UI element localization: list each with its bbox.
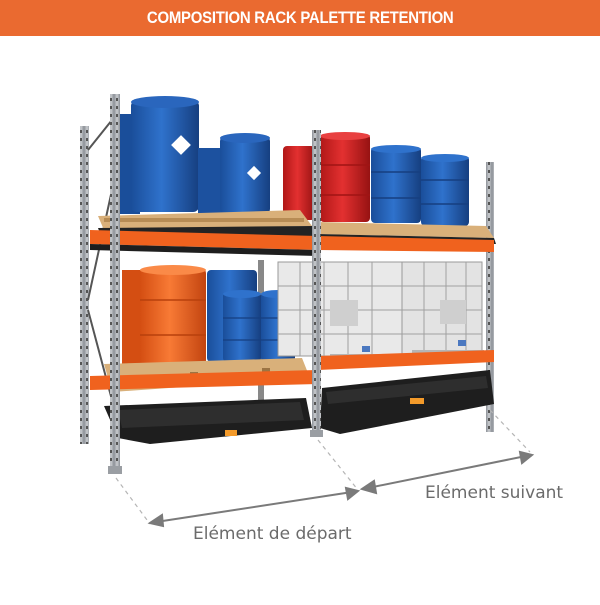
ibc-containers	[277, 261, 484, 362]
upper-beam	[90, 230, 494, 256]
arrow-start-element	[147, 486, 361, 528]
dimension-lines	[115, 409, 531, 525]
label-start-element: Elément de départ	[193, 524, 352, 544]
upper-level-right-drums	[283, 132, 469, 226]
lower-beam	[90, 350, 494, 390]
arrow-next-element	[359, 450, 535, 495]
label-next-element: Elément suivant	[425, 483, 564, 503]
upper-level-pallets	[98, 210, 494, 238]
page-title: COMPOSITION RACK PALETTE RETENTION	[146, 8, 454, 27]
retention-sump-start	[104, 398, 312, 444]
rack-illustration: Elément suivant Elément de départ	[0, 36, 600, 600]
rack-upright-front-left	[110, 94, 120, 474]
lower-level-left-drums	[122, 265, 295, 372]
upper-level-left-drums	[120, 96, 270, 214]
header-banner: COMPOSITION RACK PALETTE RETENTION	[0, 0, 600, 36]
rack-upright-right	[486, 162, 494, 432]
retention-sump-next	[320, 370, 494, 434]
rack-frame-left	[80, 119, 113, 444]
rack-upright-front-middle	[312, 130, 321, 436]
